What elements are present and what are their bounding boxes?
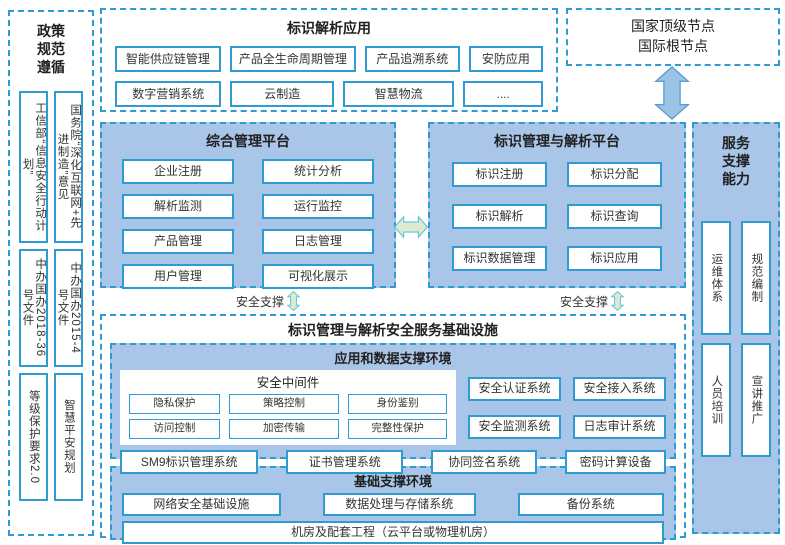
security-support-label: 安全支撑 [236,294,285,309]
middleware-item-box: 身份鉴别 [348,394,447,415]
service-capability-grid: 运维体系 规范编制 人员培训 宣讲推广 [694,220,778,457]
security-infrastructure-title: 标识管理与解析安全服务基础设施 [288,322,498,338]
security-middleware-title: 安全中间件 [256,376,320,391]
management-platform-title: 综合管理平台 [206,133,290,149]
platform-function-box: 标识解析 [452,204,547,230]
platform-function-box: 产品管理 [122,229,234,255]
application-box: 产品全生命周期管理 [229,46,356,73]
application-row: 数字营销系统 云制造 智慧物流 .... [102,81,556,108]
id-platform-title: 标识管理与解析平台 [494,133,620,149]
platform-function-box: 标识数据管理 [452,246,547,272]
security-systems-grid: 安全认证系统 安全接入系统 安全监测系统 日志审计系统 [468,370,666,445]
security-system-box: 安全认证系统 [468,376,561,401]
app-data-env-panel: 应用和数据支撑环境 安全中间件 隐私保护 策略控制 身份鉴别 访问控制 加密传输… [110,343,676,475]
base-env-box: 网络安全基础设施 [122,493,281,517]
service-title-line: 支撑 [722,153,750,170]
security-system-box: 日志审计系统 [573,414,666,439]
service-capability-box: 宣讲推广 [741,342,771,457]
application-box: 数字营销系统 [115,81,222,108]
crypto-system-box: 证书管理系统 [286,450,404,475]
crypto-system-box: SM9标识管理系统 [120,450,259,475]
base-env-box: 备份系统 [517,493,664,517]
base-env-panel: 基础支撑环境 网络安全基础设施 数据处理与存储系统 备份系统 机房及配套工程（云… [110,466,676,545]
service-capability-box: 规范编制 [741,220,771,335]
app-data-env-title: 应用和数据支撑环境 [334,351,452,367]
platform-function-box: 解析监测 [122,194,234,220]
service-capability-box: 人员培训 [701,342,731,457]
middleware-item-box: 隐私保护 [129,394,220,415]
security-middleware-grid: 隐私保护 策略控制 身份鉴别 访问控制 加密传输 完整性保护 [120,394,456,445]
platform-function-box: 企业注册 [122,159,234,185]
middleware-item-box: 访问控制 [129,419,220,440]
policy-title-line: 遵循 [37,59,65,76]
security-support-connector: 安全支撑 [560,288,625,314]
platform-function-box: 标识应用 [567,246,662,272]
platform-function-box: 用户管理 [122,264,234,290]
application-box: 产品追溯系统 [364,46,460,73]
platform-function-box: 统计分析 [262,159,374,185]
platform-function-box: 可视化展示 [262,264,374,290]
policy-item: 国务院“深化互联网+先进制造”意见 [54,90,83,243]
platform-function-box: 运行监控 [262,194,374,220]
base-env-box: 数据处理与存储系统 [322,493,476,517]
management-platform-panel: 综合管理平台 企业注册 统计分析 解析监测 运行监控 产品管理 日志管理 用户管… [100,122,396,290]
security-system-box: 安全监测系统 [468,414,561,439]
platform-function-box: 标识查询 [567,204,662,230]
platform-function-box: 标识分配 [567,162,662,188]
policy-item: 等级保护要求2.0 [19,372,48,501]
id-platform-panel: 标识管理与解析平台 标识注册 标识分配 标识解析 标识查询 标识数据管理 标识应… [428,122,686,288]
application-box: .... [463,81,543,108]
service-title-line: 能力 [722,171,750,188]
national-node-panel: 国家顶级节点 国际根节点 [566,8,780,66]
policy-title-line: 规范 [37,41,65,58]
double-arrow-vertical-icon [287,290,301,312]
app-data-env-content: 安全中间件 隐私保护 策略控制 身份鉴别 访问控制 加密传输 完整性保护 安全认… [112,367,674,446]
policy-title-line: 政策 [37,23,65,39]
service-title-line: 服务 [722,135,750,151]
service-capability-panel: 服务 支撑 能力 运维体系 规范编制 人员培训 宣讲推广 [692,122,780,534]
service-capability-box: 运维体系 [701,220,731,335]
service-capability-title: 服务 支撑 能力 [694,134,778,189]
base-env-row: 网络安全基础设施 数据处理与存储系统 备份系统 [112,490,674,517]
platform-function-box: 日志管理 [262,229,374,255]
national-node-line: 国家顶级节点 [631,18,715,35]
double-arrow-vertical-icon [611,290,625,312]
middleware-item-box: 策略控制 [228,394,340,415]
application-panel: 标识解析应用 智能供应链管理 产品全生命周期管理 产品追溯系统 安防应用 数字营… [100,8,558,112]
application-panel-title: 标识解析应用 [287,20,371,36]
crypto-system-box: 协同签名系统 [431,450,538,475]
policy-columns: 工信部“信息安全行动计划” 中办国办2018-36号文件 等级保护要求2.0 国… [10,90,92,501]
national-node-line: 国际根节点 [638,38,708,54]
policy-item: 中办国办2015-4号文件 [54,248,83,367]
security-infrastructure-panel: 标识管理与解析安全服务基础设施 应用和数据支撑环境 安全中间件 隐私保护 策略控… [100,314,686,545]
security-support-connector: 安全支撑 [236,288,301,314]
middleware-item-box: 加密传输 [228,419,340,440]
policy-panel: 政策 规范 遵循 工信部“信息安全行动计划” 中办国办2018-36号文件 等级… [8,10,94,536]
application-row: 智能供应链管理 产品全生命周期管理 产品追溯系统 安防应用 [102,46,556,73]
crypto-systems-row: SM9标识管理系统 证书管理系统 协同签名系统 密码计算设备 [112,445,674,475]
security-support-label: 安全支撑 [560,294,609,309]
policy-panel-title: 政策 规范 遵循 [10,22,92,77]
double-arrow-horizontal-icon [394,215,428,239]
platform-function-box: 标识注册 [452,162,547,188]
policy-item: 工信部“信息安全行动计划” [19,90,48,243]
security-system-box: 安全接入系统 [573,376,666,401]
machine-room-box: 机房及配套工程（云平台或物理机房） [122,521,664,545]
application-box: 云制造 [230,81,334,108]
policy-item: 中办国办2018-36号文件 [19,248,48,367]
crypto-system-box: 密码计算设备 [565,450,666,475]
policy-item: 智慧平安规划 [54,372,83,501]
security-middleware-box: 安全中间件 隐私保护 策略控制 身份鉴别 访问控制 加密传输 完整性保护 [120,370,456,446]
id-platform-grid: 标识注册 标识分配 标识解析 标识查询 标识数据管理 标识应用 [430,150,684,272]
double-arrow-vertical-icon [654,66,690,120]
application-box: 安防应用 [468,46,543,73]
application-box: 智能供应链管理 [115,46,221,73]
management-platform-grid: 企业注册 统计分析 解析监测 运行监控 产品管理 日志管理 用户管理 可视化展示 [102,150,394,290]
base-env-title: 基础支撑环境 [353,474,432,490]
application-box: 智慧物流 [342,81,455,108]
middleware-item-box: 完整性保护 [348,419,447,440]
